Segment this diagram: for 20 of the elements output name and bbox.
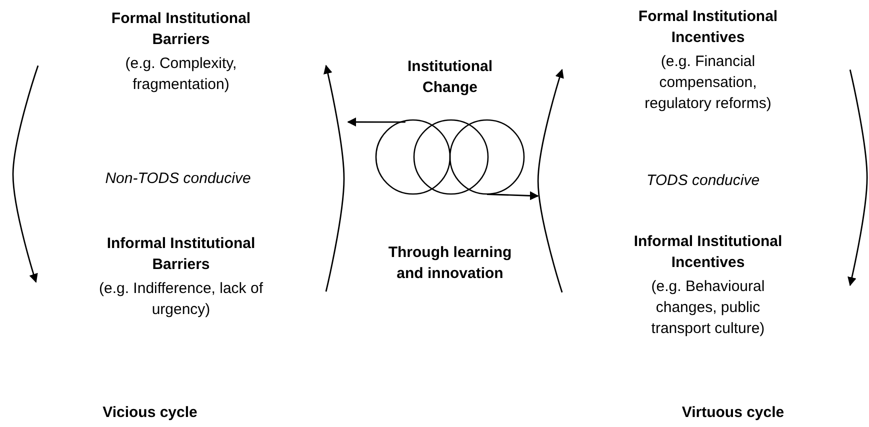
title-label: Institutional Change [406, 57, 494, 98]
node-heading: Informal Institutional Barriers [106, 234, 256, 275]
arrow [486, 191, 539, 200]
node-example: (e.g. Complexity, fragmentation) [124, 54, 238, 95]
node-example: (e.g. Behavioural changes, public transport culture) [650, 277, 766, 339]
cycle-arrow [12, 65, 39, 283]
cycle-arrow [848, 70, 868, 286]
node-example: (e.g. Financial compensation, regulatory reforms) [644, 52, 772, 114]
node-example: (e.g. Indifference, lack of urgency) [98, 279, 264, 320]
process-label: Through learning and innovation [387, 243, 513, 284]
cycle-name: Virtuous cycle [680, 403, 786, 423]
cycle-note: Non-TODS conducive [104, 169, 252, 189]
cycle-note: TODS conducive [645, 171, 761, 191]
node-heading: Informal Institutional Incentives [632, 232, 784, 273]
cycle-arrow [537, 68, 564, 293]
node-heading: Formal Institutional Incentives [637, 7, 779, 48]
cycle-arrow [323, 64, 345, 292]
node-heading: Formal Institutional Barriers [110, 9, 252, 50]
arrow [347, 118, 406, 126]
cycle-name: Vicious cycle [102, 403, 198, 423]
